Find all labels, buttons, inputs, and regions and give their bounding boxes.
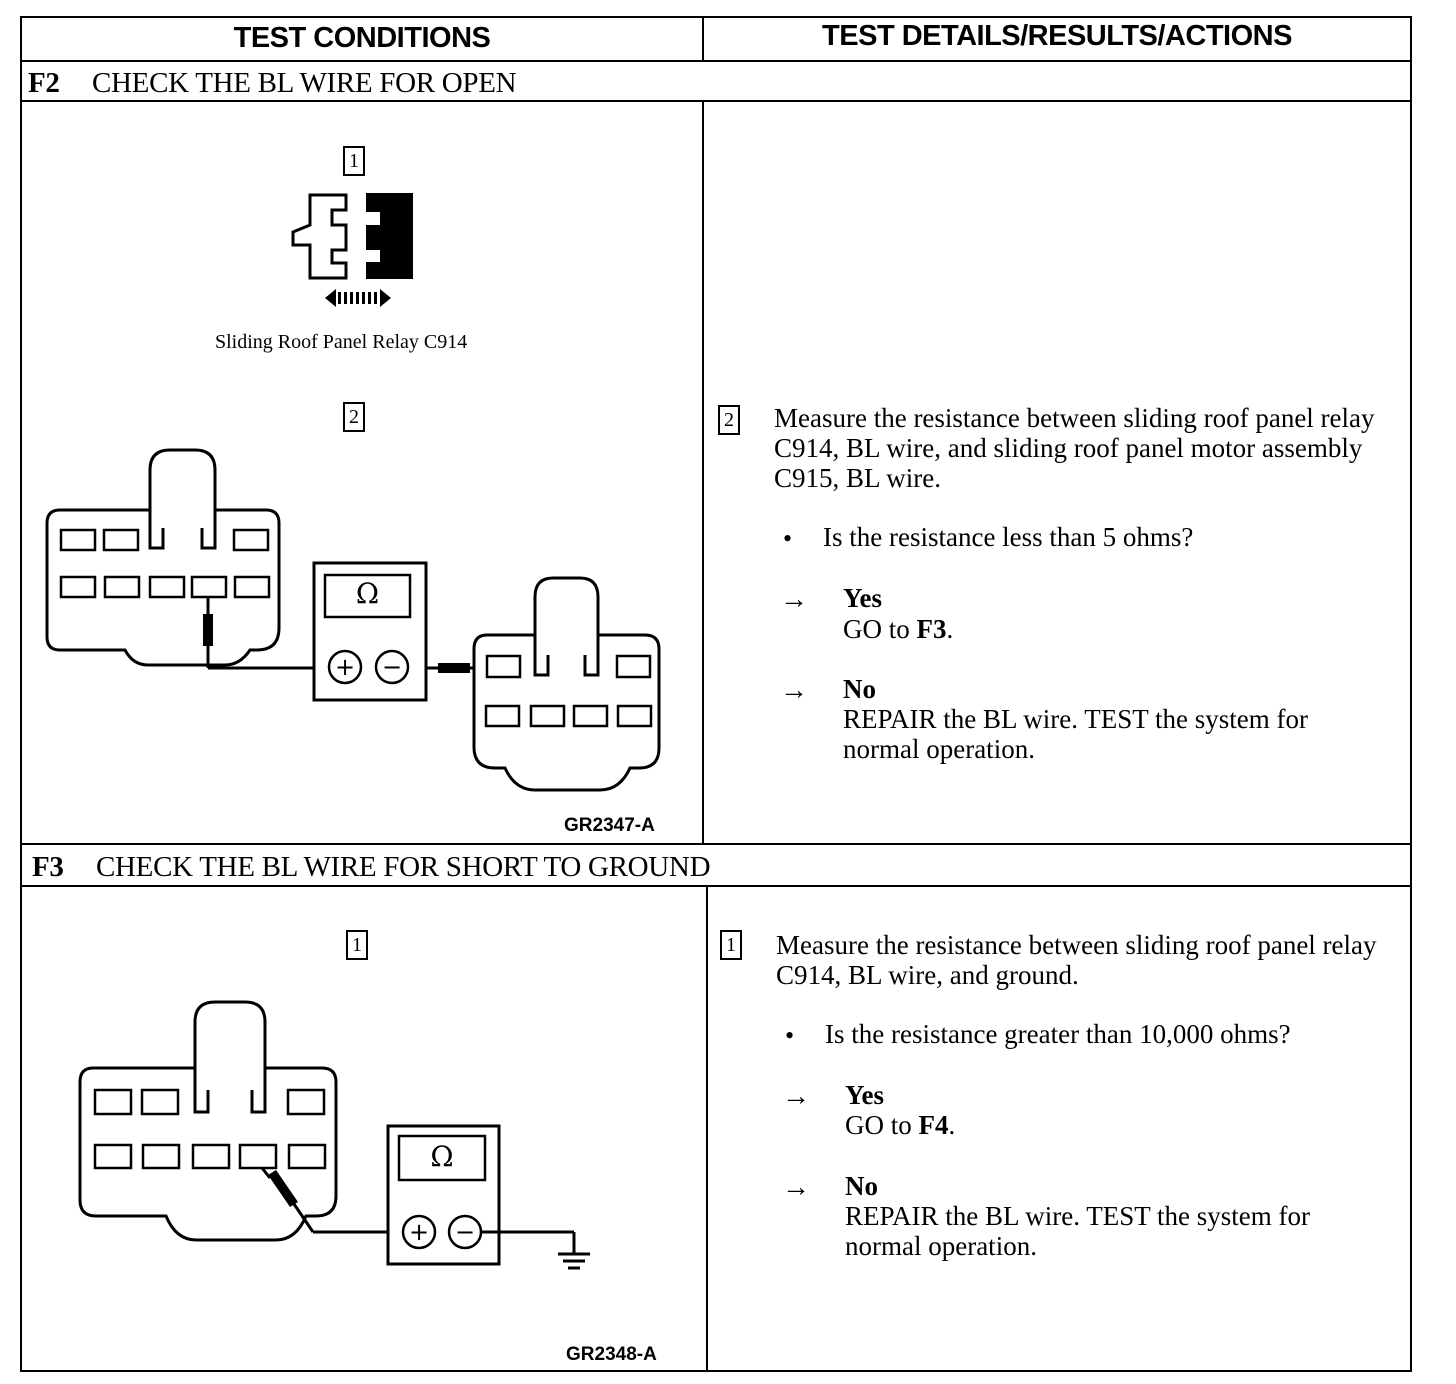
f2-yes-label: Yes <box>843 583 882 613</box>
header-divider <box>20 60 1412 62</box>
column-header-test-conditions: TEST CONDITIONS <box>233 22 491 54</box>
f2-section-title: F2 CHECK THE BL WIRE FOR OPEN <box>28 67 517 100</box>
f2-bullet: • <box>783 524 793 553</box>
f3-bullet: • <box>785 1021 795 1050</box>
f3-code: F3 <box>32 851 64 883</box>
f2-plus-terminal: + <box>334 653 356 681</box>
f3-no-action: REPAIR the BL wire. TEST the system for … <box>845 1201 1310 1261</box>
f3-title-text: CHECK THE BL WIRE FOR SHORT TO GROUND <box>96 851 711 883</box>
f2-code: F2 <box>28 67 60 99</box>
f3-yes-arrow: → <box>782 1081 810 1112</box>
f3-fig-step-box: 1 <box>346 930 368 960</box>
f2-fig1-step-box: 1 <box>343 146 365 176</box>
c914-connector-diagram <box>45 448 281 667</box>
f3-yes-action: GO to F4. <box>845 1110 955 1140</box>
f3-minus-terminal: − <box>454 1218 476 1246</box>
ground-symbol-icon <box>481 1230 590 1270</box>
f2-no-label: No <box>843 674 876 704</box>
f3-ohmmeter-body <box>386 1124 501 1266</box>
f3-instruction: Measure the resistance between sliding r… <box>776 930 1377 990</box>
f3-no-arrow: → <box>782 1172 810 1203</box>
f3-details-step-box: 1 <box>720 930 742 960</box>
f3-yes-action-target: F4 <box>918 1110 949 1140</box>
f2-yes-action-target: F3 <box>916 614 947 644</box>
f3-yes-label: Yes <box>845 1080 884 1110</box>
f2-column-divider <box>702 100 704 845</box>
relay-connector-disconnect-icon <box>291 193 413 307</box>
header-column-divider <box>702 16 704 62</box>
column-header-test-details: TEST DETAILS/RESULTS/ACTIONS <box>822 20 1292 52</box>
f3-ohm-symbol: Ω <box>430 1140 454 1173</box>
f3-top-divider <box>20 843 1412 845</box>
f2-yes-arrow: → <box>780 584 808 615</box>
table-frame <box>20 16 1412 1372</box>
f2-no-arrow: → <box>780 675 808 706</box>
f2-figure-id: GR2347-A <box>564 815 655 836</box>
f3-section-title: F3 CHECK THE BL WIRE FOR SHORT TO GROUND <box>32 851 711 884</box>
f3-title-divider <box>20 885 1412 887</box>
f3-figure-id: GR2348-A <box>566 1344 657 1365</box>
c915-connector-diagram <box>472 576 661 792</box>
f2-yes-action-suffix: . <box>946 614 954 644</box>
f3-question: Is the resistance greater than 10,000 oh… <box>825 1019 1291 1049</box>
f3-yes-action-prefix: GO to <box>845 1110 919 1140</box>
f2-title-text: CHECK THE BL WIRE FOR OPEN <box>92 67 517 99</box>
f3-yes-action-suffix: . <box>948 1110 956 1140</box>
f2-title-divider <box>20 100 1412 102</box>
f3-plus-terminal: + <box>408 1218 430 1246</box>
f2-fig2-step-box: 2 <box>343 402 365 432</box>
f2-details-step-box: 2 <box>718 405 740 435</box>
f3-no-label: No <box>845 1171 878 1201</box>
f3-column-divider <box>706 885 708 1372</box>
f2-minus-terminal: − <box>381 653 403 681</box>
f2-no-action: REPAIR the BL wire. TEST the system for … <box>843 704 1308 764</box>
f2-question: Is the resistance less than 5 ohms? <box>823 522 1194 552</box>
f2-ohmmeter-body <box>312 561 428 702</box>
f2-yes-action-prefix: GO to <box>843 614 917 644</box>
f2-instruction: Measure the resistance between sliding r… <box>774 403 1375 493</box>
f2-yes-action: GO to F3. <box>843 614 953 644</box>
f3-probe-lead <box>260 1167 390 1234</box>
f2-fig1-caption: Sliding Roof Panel Relay C914 <box>215 331 468 353</box>
f2-ohm-symbol: Ω <box>355 577 380 610</box>
